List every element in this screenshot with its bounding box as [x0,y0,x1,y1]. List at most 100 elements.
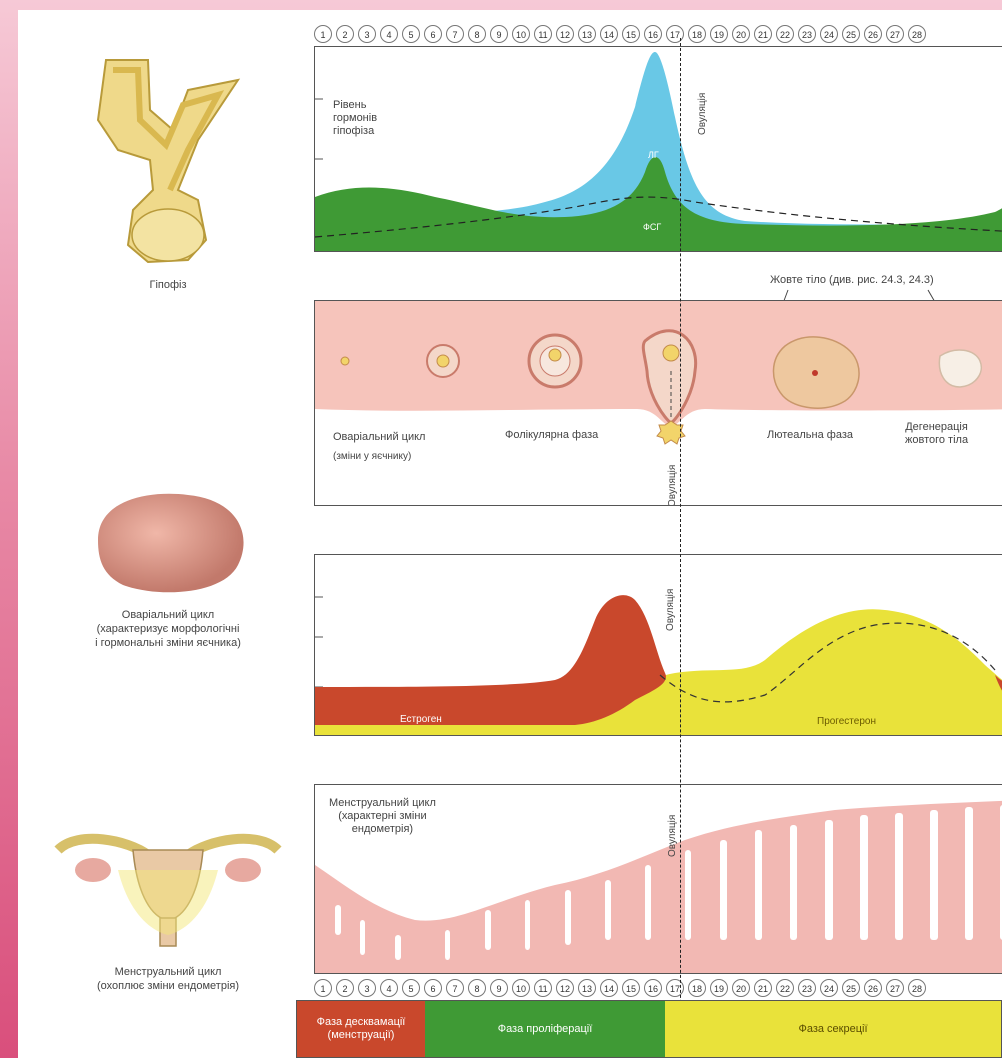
bottom-day-24: 24 [820,979,838,997]
top-day-9: 9 [490,25,508,43]
bottom-day-6: 6 [424,979,442,997]
corpus-albicans [939,350,981,387]
fsh-label: ФСГ [643,221,661,234]
bottom-day-5: 5 [402,979,420,997]
ovulation-label-4: Овуляція [667,815,678,857]
primary-follicle-inner [437,355,449,367]
desquamation-phase-line2: (менструації) [317,1029,406,1042]
top-day-5: 5 [402,25,420,43]
degeneration-label-line2: жовтого тіла [905,434,968,447]
top-day-8: 8 [468,25,486,43]
top-day-28: 28 [908,25,926,43]
top-day-2: 2 [336,25,354,43]
top-day-4: 4 [380,25,398,43]
bottom-day-19: 19 [710,979,728,997]
top-day-19: 19 [710,25,728,43]
top-day-22: 22 [776,25,794,43]
top-day-1: 1 [314,25,332,43]
uterus-caption-line1: Менструальний цикл [38,965,298,979]
top-day-23: 23 [798,25,816,43]
ovary-illustration [78,480,258,600]
ovarian-cycle-label: Оваріальний цикл (зміни у яєчнику) [333,427,425,467]
hormone-level-label-line1: Рівень [333,99,377,112]
bottom-day-15: 15 [622,979,640,997]
bottom-day-11: 11 [534,979,552,997]
bottom-day-7: 7 [446,979,464,997]
bottom-day-28: 28 [908,979,926,997]
top-day-11: 11 [534,25,552,43]
bottom-day-22: 22 [776,979,794,997]
menstrual-cycle-label: Менструальний цикл (характерні зміни енд… [329,797,436,836]
bottom-day-23: 23 [798,979,816,997]
ovarian-cycle-label-line2: (зміни у яєчнику) [333,447,425,467]
ovary-caption-line1: Оваріальний цикл [38,608,298,622]
estrogen-label: Естроген [400,713,442,726]
degeneration-label-line1: Дегенерація [905,421,968,434]
bottom-day-13: 13 [578,979,596,997]
ovarian-cycle-label-line1: Оваріальний цикл [333,427,425,447]
top-day-14: 14 [600,25,618,43]
ovulation-label-3: Овуляція [665,589,676,631]
hormone-level-label: Рівень гормонів гіпофіза [333,99,377,138]
endometrium-panel: Менструальний цикл (характерні зміни енд… [314,784,1002,974]
top-day-10: 10 [512,25,530,43]
bottom-day-3: 3 [358,979,376,997]
ovarian-cycle-panel: Оваріальний цикл (зміни у яєчнику) Фолік… [314,300,1002,506]
bottom-day-10: 10 [512,979,530,997]
ovulation-line [680,38,681,1038]
fsh-curve [315,157,1002,252]
lh-label: ЛГ [648,149,659,162]
uterus-illustration [38,810,298,950]
luteal-phase-label: Лютеальна фаза [767,429,853,442]
mature-follicle-oocyte [663,345,679,361]
ovary-strip [315,301,1002,506]
bottom-day-20: 20 [732,979,750,997]
pituitary-illustration [78,50,258,280]
bottom-day-21: 21 [754,979,772,997]
top-day-17: 17 [666,25,684,43]
bottom-day-1: 1 [314,979,332,997]
menstrual-cycle-label-line1: Менструальний цикл [329,797,436,810]
diagram-sheet: Гіпофіз Оваріальний цикл (характеризує м… [18,10,1002,1058]
top-day-21: 21 [754,25,772,43]
top-day-7: 7 [446,25,464,43]
follicular-phase-label: Фолікулярна фаза [505,429,598,442]
uterus-caption-line2: (охоплює зміни ендометрія) [38,979,298,993]
ovary-caption: Оваріальний цикл (характеризує морфологі… [38,608,298,650]
top-day-12: 12 [556,25,574,43]
top-day-16: 16 [644,25,662,43]
ovarian-hormones-panel: Естроген Прогестерон Овуляція [314,554,1002,736]
hormone-level-label-line3: гіпофіза [333,125,377,138]
ovary-caption-line3: і гормональні зміни яєчника) [38,636,298,650]
ovary-caption-line2: (характеризує морфологічні [38,622,298,636]
bottom-day-12: 12 [556,979,574,997]
bottom-day-16: 16 [644,979,662,997]
top-day-15: 15 [622,25,640,43]
bottom-day-8: 8 [468,979,486,997]
top-day-20: 20 [732,25,750,43]
top-day-6: 6 [424,25,442,43]
bottom-day-27: 27 [886,979,904,997]
secondary-follicle-oocyte [549,349,561,361]
progesterone-label: Прогестерон [817,715,876,728]
bottom-day-4: 4 [380,979,398,997]
degeneration-label: Дегенерація жовтого тіла [905,421,968,447]
ovarian-hormone-curves [315,555,1002,736]
menstrual-phases-bar: Фаза десквамації (менструації) Фаза прол… [296,1000,1002,1058]
top-day-26: 26 [864,25,882,43]
menstrual-cycle-label-line3: ендометрія) [329,823,436,836]
proliferation-phase: Фаза проліферації [425,1001,665,1057]
ovulation-label-1: Овуляція [697,93,708,135]
top-day-24: 24 [820,25,838,43]
desquamation-phase-line1: Фаза десквамації [317,1016,406,1029]
bottom-day-2: 2 [336,979,354,997]
secretion-phase: Фаза секреції [665,1001,1001,1057]
top-day-27: 27 [886,25,904,43]
desquamation-phase: Фаза десквамації (менструації) [297,1001,425,1057]
primordial-follicle [341,357,349,365]
pituitary-caption: Гіпофіз [118,278,218,292]
top-day-18: 18 [688,25,706,43]
uterus-caption: Менструальний цикл (охоплює зміни ендоме… [38,965,298,993]
